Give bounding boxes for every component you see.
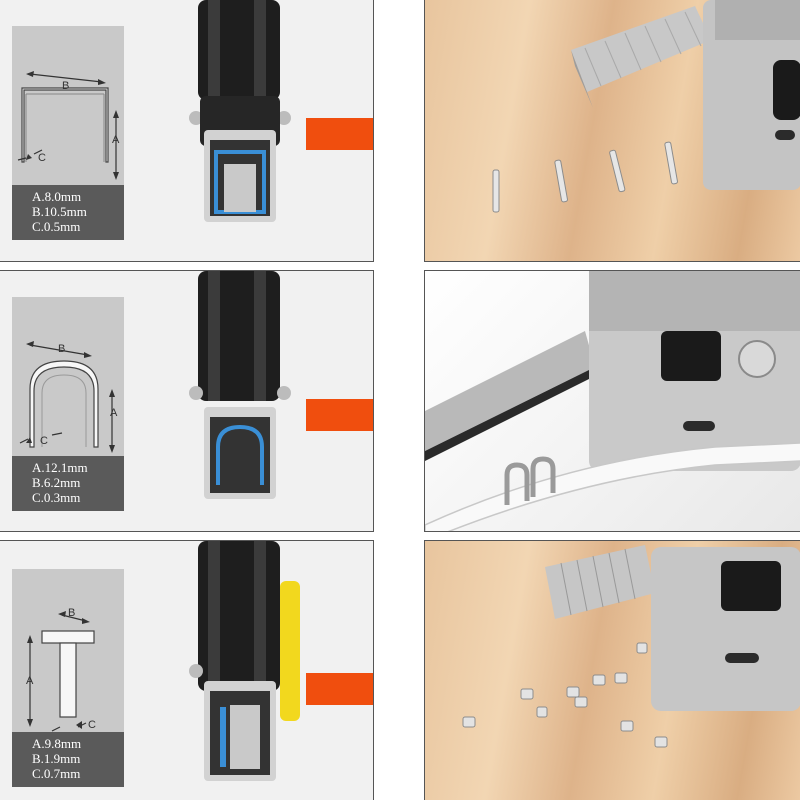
- orange-arrow: [306, 399, 373, 431]
- spec-a: A.9.8mm: [32, 736, 82, 751]
- t-shaped-nail-diagram: [27, 611, 95, 732]
- staple-usage-photo: [424, 540, 800, 800]
- spec-card: B A C A.12.1mm B.6.2mm C.0.3mm: [12, 297, 124, 511]
- orange-arrow: [306, 673, 373, 705]
- spec-c: C.0.5mm: [32, 219, 81, 234]
- dim-label-b: B: [58, 343, 66, 355]
- cable-staples-on-wire-image: [425, 271, 800, 531]
- dim-label-c: C: [40, 435, 48, 447]
- row-staple-2: B A C A.12.1mm B.6.2mm C.0.3mm: [0, 270, 800, 532]
- u-shaped-staple-diagram: [19, 341, 115, 453]
- spec-c: C.0.7mm: [32, 766, 81, 781]
- dim-label-a: A: [26, 675, 34, 687]
- staple-spec-panel: B A C A.9.8mm B.1.9mm C.0.7mm: [0, 540, 374, 800]
- dim-label-b: B: [62, 80, 70, 92]
- staple-spec-panel: B A C A.8.0mm B.10.5mm C.0.5mm: [0, 0, 374, 262]
- spec-values-box: A.8.0mm B.10.5mm C.0.5mm: [12, 185, 124, 240]
- dim-label-c: C: [88, 719, 96, 731]
- narrow-crown-staple-diagram: [17, 71, 119, 180]
- stapler-front-image: [189, 0, 291, 222]
- stapler-front-image: [189, 271, 291, 499]
- dim-label-c: C: [38, 152, 46, 164]
- brad-nails-on-wood-image: [462, 545, 800, 748]
- orange-arrow: [306, 118, 373, 150]
- spec-card: B A C A.8.0mm B.10.5mm C.0.5mm: [12, 26, 124, 240]
- spec-c: C.0.3mm: [32, 490, 81, 505]
- spec-a: A.8.0mm: [32, 189, 82, 204]
- spec-b: B.10.5mm: [32, 204, 87, 219]
- spec-values-box: A.9.8mm B.1.9mm C.0.7mm: [12, 732, 124, 787]
- spec-a: A.12.1mm: [32, 460, 88, 475]
- dim-label-a: A: [110, 407, 118, 419]
- staple-spec-panel: B A C A.12.1mm B.6.2mm C.0.3mm: [0, 270, 374, 532]
- spec-b: B.1.9mm: [32, 751, 81, 766]
- staple-usage-photo: [424, 0, 800, 262]
- spec-card: B A C A.9.8mm B.1.9mm C.0.7mm: [12, 569, 124, 787]
- row-staple-1: B A C A.8.0mm B.10.5mm C.0.5mm: [0, 0, 800, 262]
- stapler-front-image: [189, 541, 300, 781]
- staple-usage-photo: [424, 270, 800, 532]
- spec-b: B.6.2mm: [32, 475, 81, 490]
- spec-values-box: A.12.1mm B.6.2mm C.0.3mm: [12, 456, 124, 511]
- staples-on-wood-image: [492, 0, 800, 213]
- dim-label-b: B: [68, 607, 76, 619]
- row-staple-3: B A C A.9.8mm B.1.9mm C.0.7mm: [0, 540, 800, 800]
- dim-label-a: A: [112, 134, 120, 146]
